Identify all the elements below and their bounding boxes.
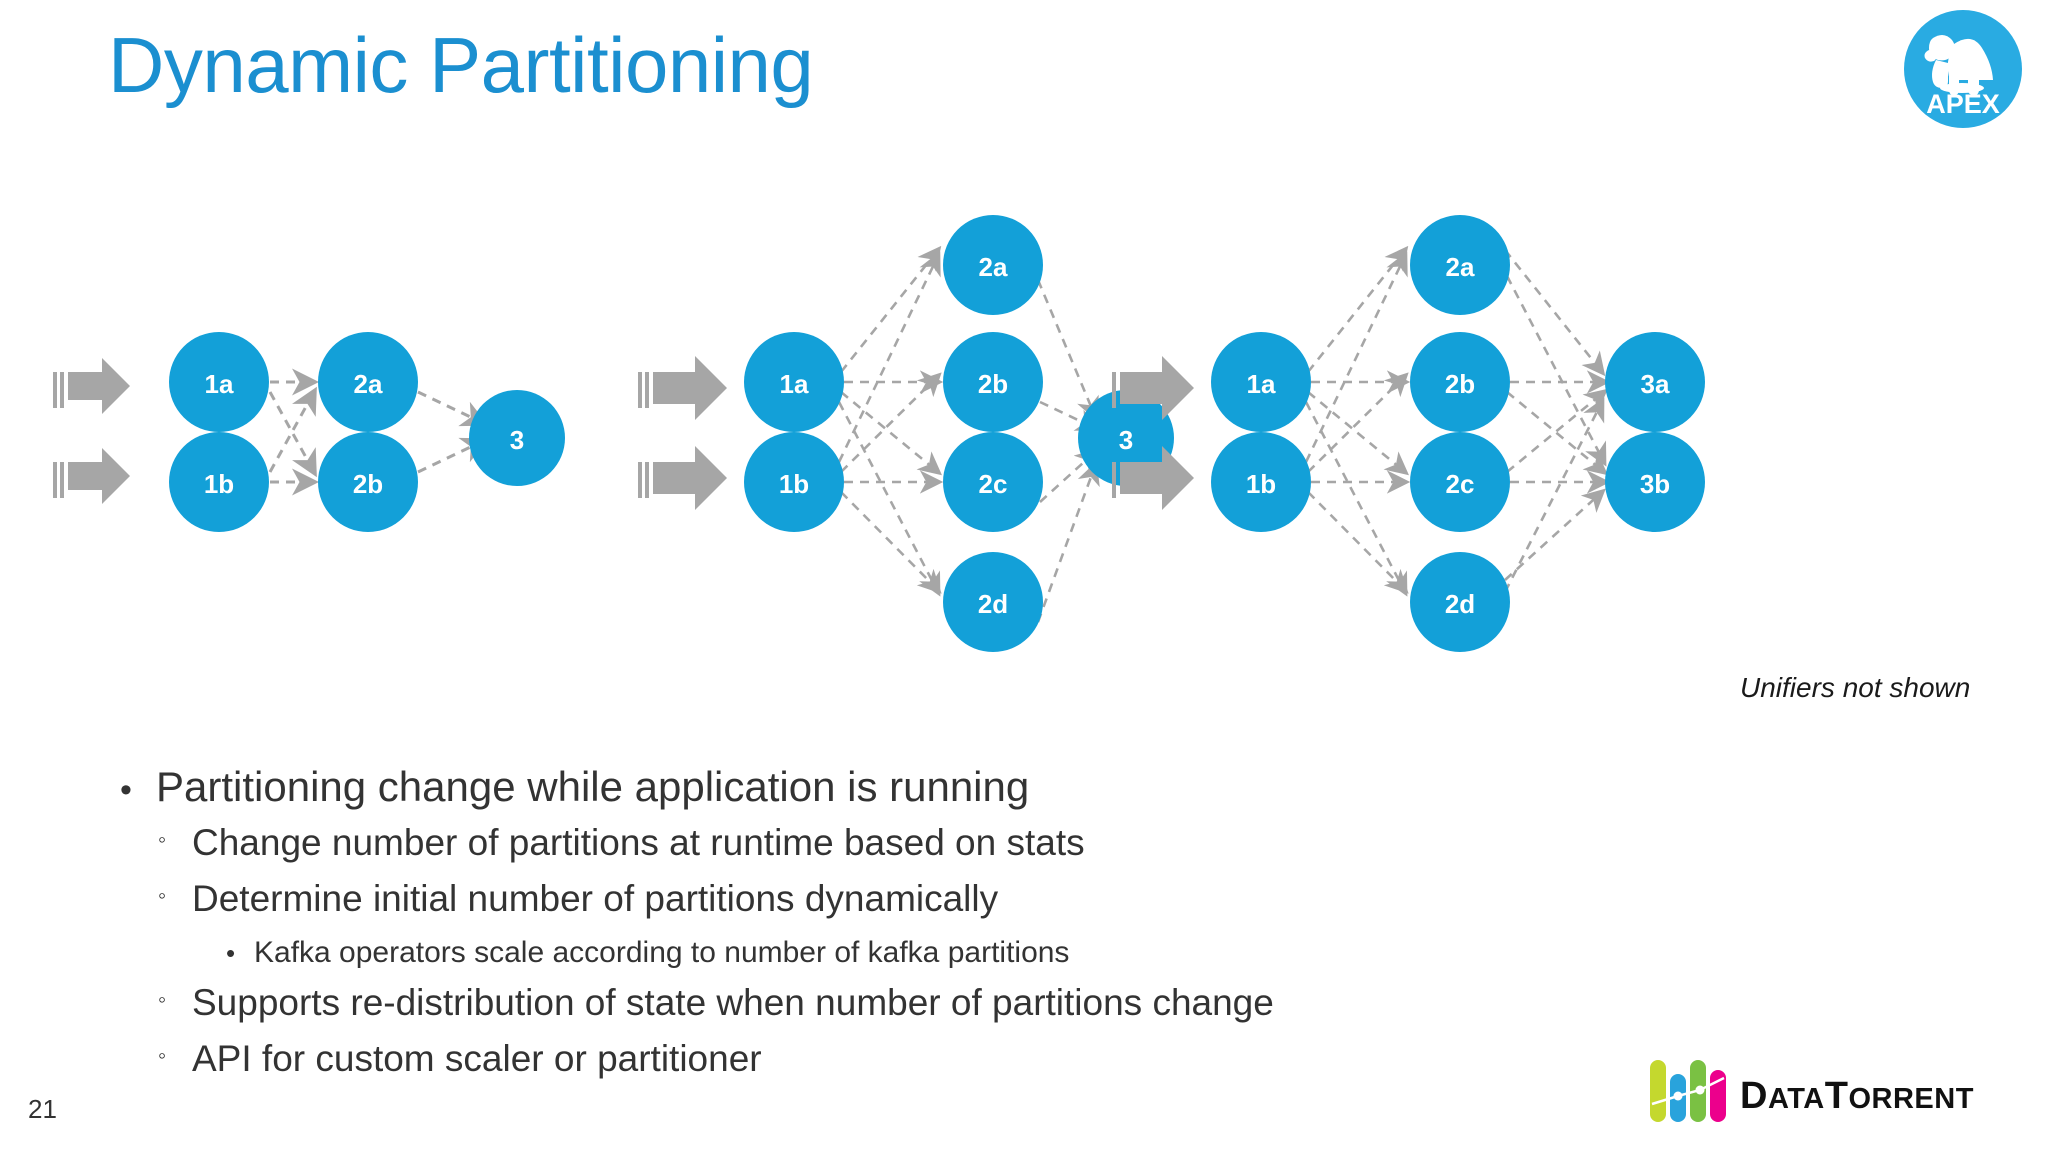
diagram-1-edges [268, 368, 489, 496]
input-arrow-bottom [638, 446, 727, 510]
diagram-two-partitions: 1a 1b 2a 2b 3 [0, 180, 620, 680]
bullet-item: ◦ Determine initial number of partitions… [158, 873, 1620, 929]
bullet-item: ◦ API for custom scaler or partitioner [158, 1033, 1620, 1089]
node-2b-label: 2b [1445, 369, 1475, 399]
node-1b [744, 432, 844, 532]
bullet-item: ◦ Supports re-distribution of state when… [158, 977, 1620, 1033]
node-2c [1410, 432, 1510, 532]
node-1b [169, 432, 269, 532]
node-1a [169, 332, 269, 432]
diagram-3-svg: 1a 1b 2a 2b 2c 2d 3a 3b [1112, 215, 1705, 652]
input-arrow-bottom [53, 448, 130, 504]
node-2a [943, 215, 1043, 315]
input-arrow-top [638, 356, 727, 420]
node-3-label: 3 [1119, 425, 1133, 455]
node-1a [744, 332, 844, 432]
apex-logo-label: APEX [1926, 89, 2000, 119]
wordmark-orrent: ORRENT [1848, 1083, 1973, 1115]
bullet-item: • Partitioning change while application … [120, 760, 1620, 817]
datatorrent-wordmark: DATATORRENT [1740, 1075, 1974, 1117]
node-2b [943, 332, 1043, 432]
node-1b-label: 1b [779, 469, 809, 499]
gorilla-icon [1924, 34, 1993, 95]
unifiers-note: Unifiers not shown [1740, 672, 1971, 703]
bullet-text: API for custom scaler or partitioner [192, 1038, 762, 1079]
bullet-item: ◦ Change number of partitions at runtime… [158, 817, 1620, 873]
bullet-list: • Partitioning change while application … [120, 760, 1620, 1089]
wordmark-d: D [1740, 1075, 1768, 1117]
input-arrow-top [1112, 356, 1194, 420]
bullet-text: Partitioning change while application is… [156, 763, 1030, 810]
node-3a [1605, 332, 1705, 432]
node-1a-label: 1a [205, 369, 234, 399]
node-2b-label: 2b [353, 469, 383, 499]
wordmark-ata: ATA [1768, 1083, 1825, 1115]
bullet-item: • Kafka operators scale according to num… [226, 929, 1620, 977]
node-3a-label: 3a [1641, 369, 1670, 399]
diagram-1-nodes: 1a 1b 2a 2b 3 [169, 332, 565, 532]
diagram-3-edges [1304, 245, 1611, 597]
bullet-marker: ◦ [158, 882, 167, 908]
node-2d-label: 2d [1445, 589, 1475, 619]
node-1b [1211, 432, 1311, 532]
input-arrow-bottom [1112, 446, 1194, 510]
diagram-four-partitions-two-outputs: 1a 1b 2a 2b 2c 2d 3a 3b [1110, 180, 1810, 680]
bullet-text: Supports re-distribution of state when n… [192, 982, 1274, 1023]
node-2b [318, 432, 418, 532]
bullet-marker: • [120, 771, 132, 809]
bullet-marker: ◦ [158, 986, 167, 1012]
node-2a-label: 2a [1446, 252, 1475, 282]
page-title: Dynamic Partitioning [108, 21, 814, 109]
page-number: 21 [28, 1094, 57, 1124]
node-1b-label: 1b [204, 469, 234, 499]
node-2c [943, 432, 1043, 532]
apex-logo-svg: APEX [1904, 10, 2022, 128]
node-3b [1605, 432, 1705, 532]
bullet-text: Determine initial number of partitions d… [192, 878, 999, 919]
datatorrent-logo: DATATORRENT [1648, 1052, 2008, 1130]
node-2a-label: 2a [354, 369, 383, 399]
bullet-marker: • [226, 938, 236, 968]
node-3 [469, 390, 565, 486]
bullet-marker: ◦ [158, 1042, 167, 1068]
diagram-1-svg: 1a 1b 2a 2b 3 [53, 332, 565, 532]
diagram-2-nodes: 1a 1b 2a 2b 2c 2d 3 [744, 215, 1174, 652]
input-arrow-top [53, 358, 130, 414]
diagram-four-partitions: 1a 1b 2a 2b 2c 2d 3 [608, 180, 1268, 680]
node-3-label: 3 [510, 425, 524, 455]
bullet-text: Change number of partitions at runtime b… [192, 822, 1085, 863]
node-1a-label: 1a [1247, 369, 1276, 399]
node-3b-label: 3b [1640, 469, 1670, 499]
node-2a [1410, 215, 1510, 315]
node-2c-label: 2c [1446, 469, 1475, 499]
datatorrent-bars-icon [1650, 1060, 1726, 1122]
node-1a [1211, 332, 1311, 432]
node-2d [1410, 552, 1510, 652]
node-2a-label: 2a [979, 252, 1008, 282]
node-2d-label: 2d [978, 589, 1008, 619]
node-2b [1410, 332, 1510, 432]
apex-logo: APEX [1902, 8, 2024, 130]
wordmark-t: T [1825, 1075, 1849, 1117]
datatorrent-logo-svg: DATATORRENT [1650, 1060, 1974, 1122]
bullet-marker: ◦ [158, 826, 167, 852]
node-2a [318, 332, 418, 432]
node-1a-label: 1a [780, 369, 809, 399]
bullet-text: Kafka operators scale according to numbe… [254, 936, 1070, 969]
diagram-3-nodes: 1a 1b 2a 2b 2c 2d 3a 3b [1211, 215, 1705, 652]
node-2d [943, 552, 1043, 652]
node-2b-label: 2b [978, 369, 1008, 399]
node-2c-label: 2c [979, 469, 1008, 499]
node-1b-label: 1b [1246, 469, 1276, 499]
diagram-2-svg: 1a 1b 2a 2b 2c 2d 3 [638, 215, 1174, 652]
